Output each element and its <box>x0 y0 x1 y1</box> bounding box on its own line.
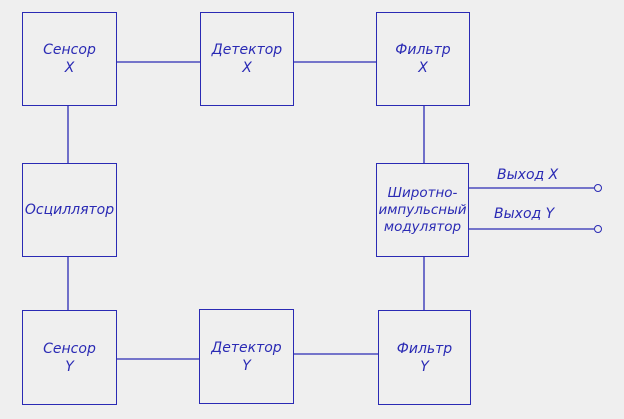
output-x-label: Выход X <box>497 167 559 183</box>
detector-x-block: Детектор X <box>200 12 294 106</box>
pwm-line-1: Широтно- <box>387 184 458 201</box>
sensor-y-name: Сенсор <box>43 340 96 357</box>
detector-y-axis: Y <box>242 357 251 374</box>
filter-x-block: Фильтр X <box>376 12 470 106</box>
sensor-x-block: Сенсор X <box>22 12 117 106</box>
detector-y-block: Детектор Y <box>199 309 294 404</box>
sensor-x-name: Сенсор <box>43 42 96 58</box>
pwm-block: Широтно- импульсный модулятор <box>376 163 469 257</box>
detector-x-axis: X <box>242 60 252 76</box>
filter-x-name: Фильтр <box>395 42 451 58</box>
output-y-label: Выход Y <box>494 206 555 222</box>
filter-y-block: Фильтр Y <box>378 310 471 405</box>
filter-x-axis: X <box>418 60 428 76</box>
filter-y-axis: Y <box>420 358 429 375</box>
detector-y-name: Детектор <box>211 339 282 356</box>
pwm-line-3: модулятор <box>383 218 462 235</box>
pwm-line-2: импульсный <box>378 201 467 218</box>
filter-y-name: Фильтр <box>396 340 453 357</box>
sensor-y-axis: Y <box>65 358 74 375</box>
output-x-terminal <box>594 184 602 192</box>
oscillator-name: Осциллятор <box>24 202 115 218</box>
oscillator-block: Осциллятор <box>22 163 117 257</box>
detector-x-name: Детектор <box>211 42 283 58</box>
sensor-y-block: Сенсор Y <box>22 310 117 405</box>
output-y-terminal <box>594 225 602 233</box>
sensor-x-axis: X <box>64 60 75 76</box>
